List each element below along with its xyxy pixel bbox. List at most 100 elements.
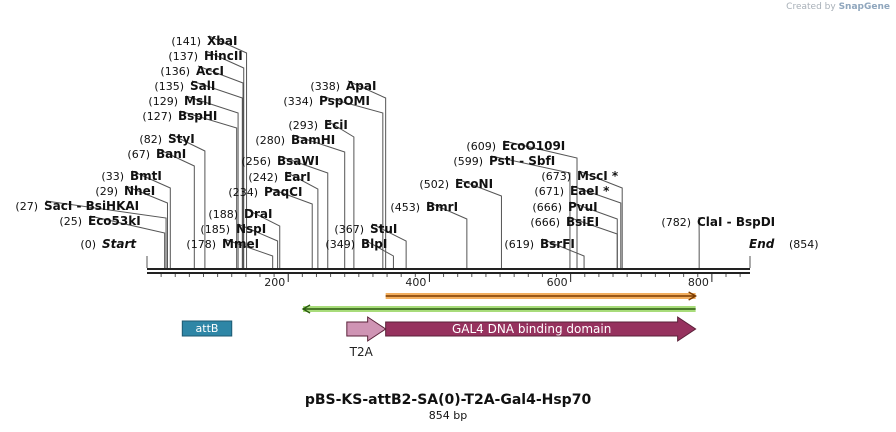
site-clai-bspdi[interactable]: (782)ClaI - BspDI (661, 215, 775, 268)
site-name: MscI * (577, 169, 619, 183)
site-paqci[interactable]: (234)PaqCI (228, 185, 313, 268)
site-leader-line (185, 95, 239, 268)
site-mmei[interactable]: (178)MmeI (186, 237, 274, 268)
site-apai[interactable]: (338)ApaI (310, 79, 387, 268)
site-acci[interactable]: (136)AccI (160, 64, 244, 268)
site-name: MslI (184, 94, 212, 108)
site-leader-line (325, 119, 355, 268)
site-styi[interactable]: (82)StyI (139, 132, 206, 268)
site-position: (188) (208, 208, 238, 221)
site-name: PaqCI (264, 185, 302, 199)
site-econi[interactable]: (502)EcoNI (419, 177, 502, 268)
site-name: BsrFI (540, 237, 575, 251)
site-position: (854) (789, 238, 819, 251)
site-name: Start (102, 237, 137, 251)
feature-label: attB (196, 322, 219, 335)
feature-shape (385, 316, 697, 342)
site-psti-sbfi[interactable]: (599)PstI - SbfI (453, 154, 571, 268)
site-leader-line (427, 201, 468, 268)
site-name: SacI - BsiHKAI (44, 199, 139, 213)
site-position: (599) (453, 155, 483, 168)
orf-forward[interactable] (385, 291, 698, 301)
site-bmti[interactable]: (33) BmtI (101, 169, 171, 268)
site-blpi[interactable]: (349)BlpI (325, 237, 394, 268)
site-name: PspOMI (319, 94, 370, 108)
site-position: (367) (334, 223, 364, 236)
site-leader-line (371, 223, 407, 268)
credit-prefix: Created by (786, 2, 836, 12)
site-leader-line (292, 134, 346, 268)
site-bmri[interactable]: (453)BmrI (390, 200, 468, 268)
ruler-tick-label: 600 (547, 276, 568, 289)
site-bani[interactable]: (67)BanI (127, 147, 195, 268)
site-bamhi[interactable]: (280)BamHI (255, 133, 346, 268)
site-leader-line (157, 148, 195, 268)
site-drai[interactable]: (188)DraI (208, 207, 281, 268)
site-position: (293) (288, 119, 318, 132)
site-eaei[interactable]: (671)EaeI * (534, 184, 622, 268)
feature-t2a[interactable]: T2A (346, 316, 387, 359)
site-end[interactable]: (854)End (749, 237, 819, 268)
site-sali[interactable]: (135)SalI (154, 79, 243, 268)
site-stui[interactable]: (367)StuI (334, 222, 407, 268)
site-name: BlpI (361, 237, 387, 251)
site-hincii[interactable]: (137)HincII (168, 49, 245, 268)
site-position: (673) (541, 170, 571, 183)
feature-label: T2A (349, 345, 374, 359)
site-position: (242) (248, 171, 278, 184)
site-name: BmtI (130, 169, 162, 183)
site-name: BspHI (178, 109, 217, 123)
site-leader-line (456, 178, 502, 268)
feature-gal4-dna-binding-domain[interactable]: GAL4 DNA binding domain (385, 316, 697, 342)
site-position: (666) (530, 216, 560, 229)
site-position: (127) (142, 110, 172, 123)
site-name: HincII (204, 49, 243, 63)
site-leader-line (205, 50, 245, 268)
site-msci[interactable]: (673) MscI * (541, 169, 623, 268)
site-ecoo109i[interactable]: (609)EcoO109I (466, 139, 578, 268)
snapgene-credit: Created by SnapGene (786, 2, 890, 12)
site-ecii[interactable]: (293) EciI (288, 118, 355, 268)
site-eco53ki[interactable]: (25)Eco53kI (59, 214, 166, 268)
site-start[interactable]: (0) Start (80, 237, 148, 268)
site-position: (671) (534, 185, 564, 198)
orf-reverse[interactable] (301, 304, 696, 314)
site-saci-bsihkai[interactable]: (27)SacI - BsiHKAI (15, 199, 167, 268)
site-leader-line (541, 238, 585, 268)
site-leader-line (578, 170, 623, 268)
site-name: MmeI (222, 237, 259, 251)
site-name: BsaWI (277, 154, 319, 168)
site-pspomi[interactable]: (334)PspOMI (283, 94, 384, 268)
site-position: (33) (101, 170, 124, 183)
site-position: (0) (80, 238, 96, 251)
site-bsphi[interactable]: (127) BspHI (142, 109, 238, 268)
site-leader-line (125, 185, 168, 268)
orf-arrowhead (301, 304, 311, 314)
site-name: AccI (196, 64, 224, 78)
snapgene-logo: SnapGene (838, 2, 890, 12)
plasmid-length: 854 bp (428, 409, 468, 422)
site-position: (502) (419, 178, 449, 191)
site-eari[interactable]: (242)EarI (248, 170, 319, 268)
site-bsawi[interactable]: (256)BsaWI (241, 154, 329, 268)
feature-attb[interactable]: attB (181, 320, 233, 337)
site-leader-line (179, 110, 238, 268)
site-position: (609) (466, 140, 496, 153)
site-nhei[interactable]: (29)NheI (95, 184, 168, 268)
site-leader-line (45, 200, 167, 268)
site-leader-line (131, 170, 171, 268)
site-name: EciI (324, 118, 348, 132)
site-xbai[interactable]: (141)XbaI (171, 34, 248, 268)
site-msli[interactable]: (129)MslI (148, 94, 239, 268)
site-leader-line (347, 80, 387, 268)
site-nspi[interactable]: (185)NspI (200, 222, 279, 268)
site-leader-line (197, 65, 244, 268)
site-leader-line (89, 215, 166, 268)
ruler-tick-label: 200 (264, 276, 285, 289)
site-pvui[interactable]: (666)PvuI (532, 200, 618, 268)
site-bsrfi[interactable]: (619)BsrFI (504, 237, 585, 268)
site-leader-line (571, 185, 622, 268)
site-name: ClaI - BspDI (697, 215, 775, 229)
site-leader-line (320, 95, 384, 268)
